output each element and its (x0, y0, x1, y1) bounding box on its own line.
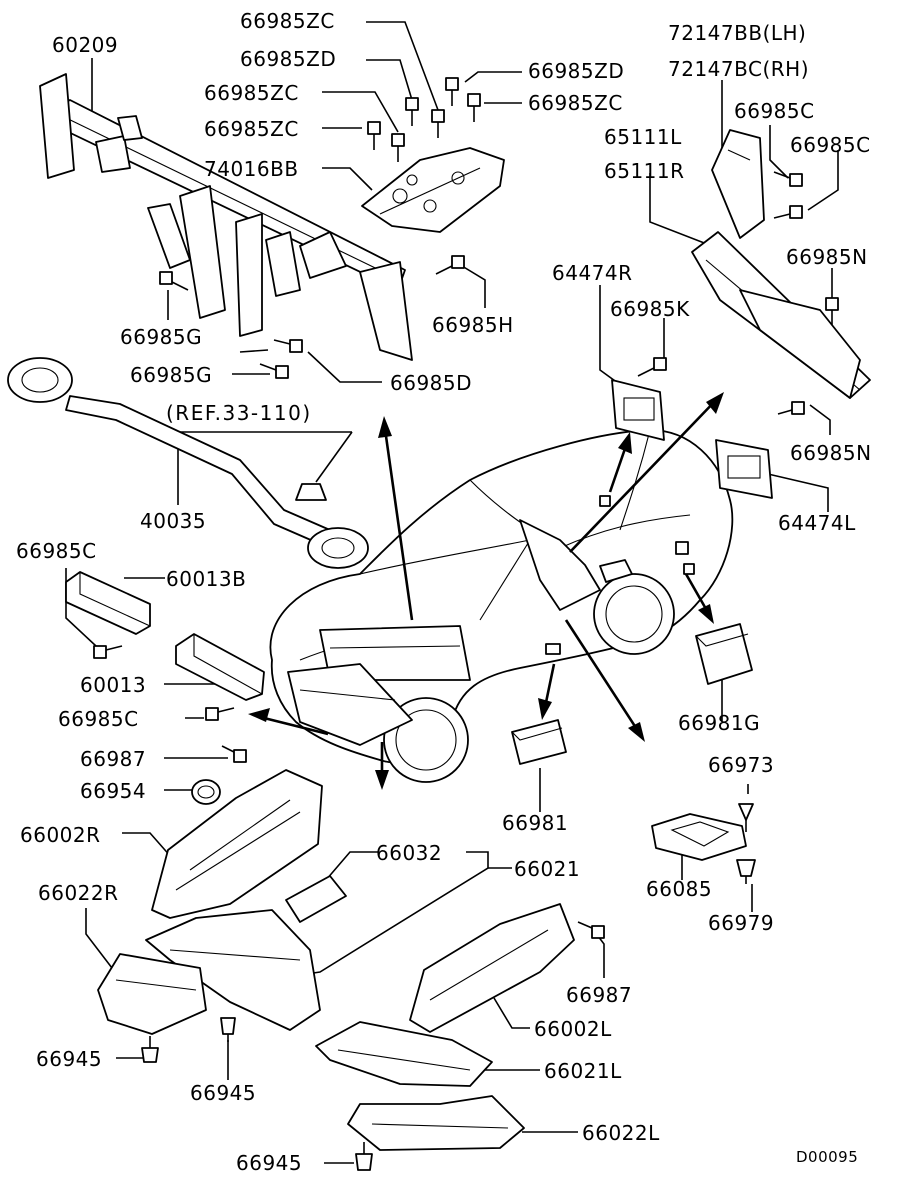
label-66022r: 66022R (38, 881, 119, 905)
dash-crossmember (39, 73, 413, 361)
label-66945: 66945 (236, 1151, 302, 1175)
label-66985k: 66985K (610, 297, 690, 321)
label-66985zc: 66985ZC (204, 117, 299, 141)
part-labels: 60209 66985ZC 66985ZD 66985ZD 66985ZC 66… (16, 9, 872, 1175)
side-member (691, 129, 871, 399)
strut-bar (7, 357, 369, 569)
drawing-code: D00095 (796, 1148, 858, 1166)
label-65111r: 65111R (604, 159, 685, 183)
label-66985c: 66985C (734, 99, 815, 123)
label-40035: 40035 (140, 509, 206, 533)
label-66945: 66945 (190, 1081, 256, 1105)
label-66985g: 66985G (130, 363, 212, 387)
label-66985c: 66985C (58, 707, 139, 731)
label-66979: 66979 (708, 911, 774, 935)
label-60013b: 60013B (166, 567, 246, 591)
pointer-arrows (248, 392, 724, 790)
label-66981: 66981 (502, 811, 568, 835)
label-66985d: 66985D (390, 371, 472, 395)
label-66985n: 66985N (786, 245, 868, 269)
label-72147bb: 72147BB(LH) (668, 21, 806, 45)
label-66985zc: 66985ZC (204, 81, 299, 105)
label-66085: 66085 (646, 877, 712, 901)
leader-lines (65, 21, 839, 1164)
label-66985g: 66985G (120, 325, 202, 349)
label-66945: 66945 (36, 1047, 102, 1071)
label-66987: 66987 (80, 747, 146, 771)
label-72147bc: 72147BC(RH) (668, 57, 809, 81)
label-66032: 66032 (376, 841, 442, 865)
label-66021l: 66021L (544, 1059, 622, 1083)
label-66002r: 66002R (20, 823, 101, 847)
label-66985zd: 66985ZD (528, 59, 624, 83)
label-66985zd: 66985ZD (240, 47, 336, 71)
grommet (191, 779, 221, 805)
label-66985n: 66985N (790, 441, 872, 465)
label-66985c: 66985C (16, 539, 97, 563)
label-66987: 66987 (566, 983, 632, 1007)
ring-plate (651, 813, 747, 861)
label-74016bb: 74016BB (204, 157, 299, 181)
under-covers (97, 769, 575, 1151)
bracket-plate (361, 147, 505, 233)
clips (141, 803, 756, 1171)
label-65111l: 65111L (604, 125, 682, 149)
label-66002l: 66002L (534, 1017, 612, 1041)
label-66985zc: 66985ZC (240, 9, 335, 33)
label-60209: 60209 (52, 33, 118, 57)
bolts (93, 77, 839, 939)
label-66981g: 66981G (678, 711, 760, 735)
label-66973: 66973 (708, 753, 774, 777)
label-64474l: 64474L (778, 511, 856, 535)
reference-note: (REF.33-110) (166, 401, 312, 425)
label-66985c: 66985C (790, 133, 871, 157)
label-66985zc: 66985ZC (528, 91, 623, 115)
label-60013: 60013 (80, 673, 146, 697)
label-66021: 66021 (514, 857, 580, 881)
pads (611, 379, 773, 499)
covers (65, 571, 265, 701)
label-66022l: 66022L (582, 1121, 660, 1145)
boxes (511, 623, 753, 765)
label-66954: 66954 (80, 779, 146, 803)
car-body (269, 429, 734, 783)
label-64474r: 64474R (552, 261, 633, 285)
label-66985h: 66985H (432, 313, 514, 337)
